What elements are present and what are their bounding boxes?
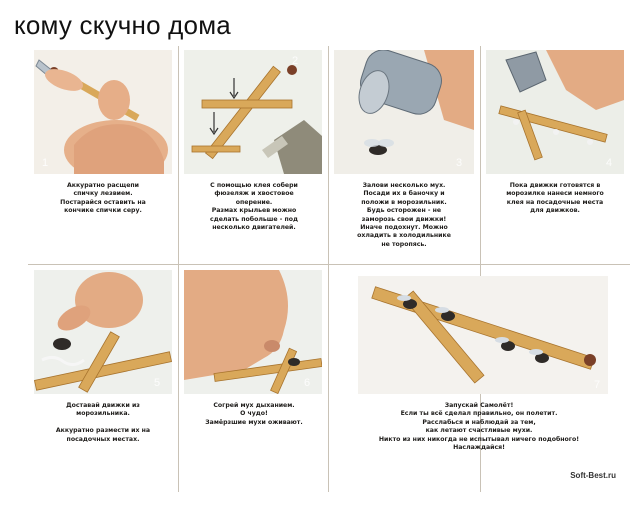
step-number: 7 xyxy=(594,379,600,391)
step-number: 2 xyxy=(292,55,298,67)
step-number: 4 xyxy=(606,157,612,169)
step-4-illustration: 4 xyxy=(486,50,624,174)
page-title: кому скучно дома xyxy=(14,10,231,40)
step-3-illustration: 3 xyxy=(334,50,474,174)
step-5-illustration: 5 xyxy=(34,270,172,394)
step-1-illustration: 1 xyxy=(34,50,172,174)
step-3-caption: Залови несколько мух. Посади их в баночк… xyxy=(357,182,451,248)
step-4-caption: Пока движки готовятся в морозилке нанеси… xyxy=(506,182,604,215)
step-number: 3 xyxy=(456,157,462,169)
step-7-caption: Запускай Самолёт! Если ты всё сделал пра… xyxy=(378,402,580,452)
step-number: 6 xyxy=(304,377,310,389)
step-6-illustration: 6 xyxy=(184,270,322,394)
step-7-illustration: 7 xyxy=(358,276,608,394)
step-5-caption: Доставай движки из морозильника. Аккурат… xyxy=(55,402,151,443)
step-number: 5 xyxy=(154,377,160,389)
step-6-caption: Согрей мух дыханием. О чудо! Замёрзшие м… xyxy=(205,402,303,426)
instruction-sheet: 1 Аккуратно расщепи спичку лезвием. Пост… xyxy=(28,46,630,492)
step-1-caption: Аккуратно расщепи спичку лезвием. Постар… xyxy=(60,182,146,215)
step-number: 1 xyxy=(42,157,48,169)
watermark: Soft-Best.ru xyxy=(570,471,616,480)
step-2-caption: С помощью клея собери фюзеляж и хвостово… xyxy=(210,182,298,232)
step-2-illustration: 2 xyxy=(184,50,322,174)
